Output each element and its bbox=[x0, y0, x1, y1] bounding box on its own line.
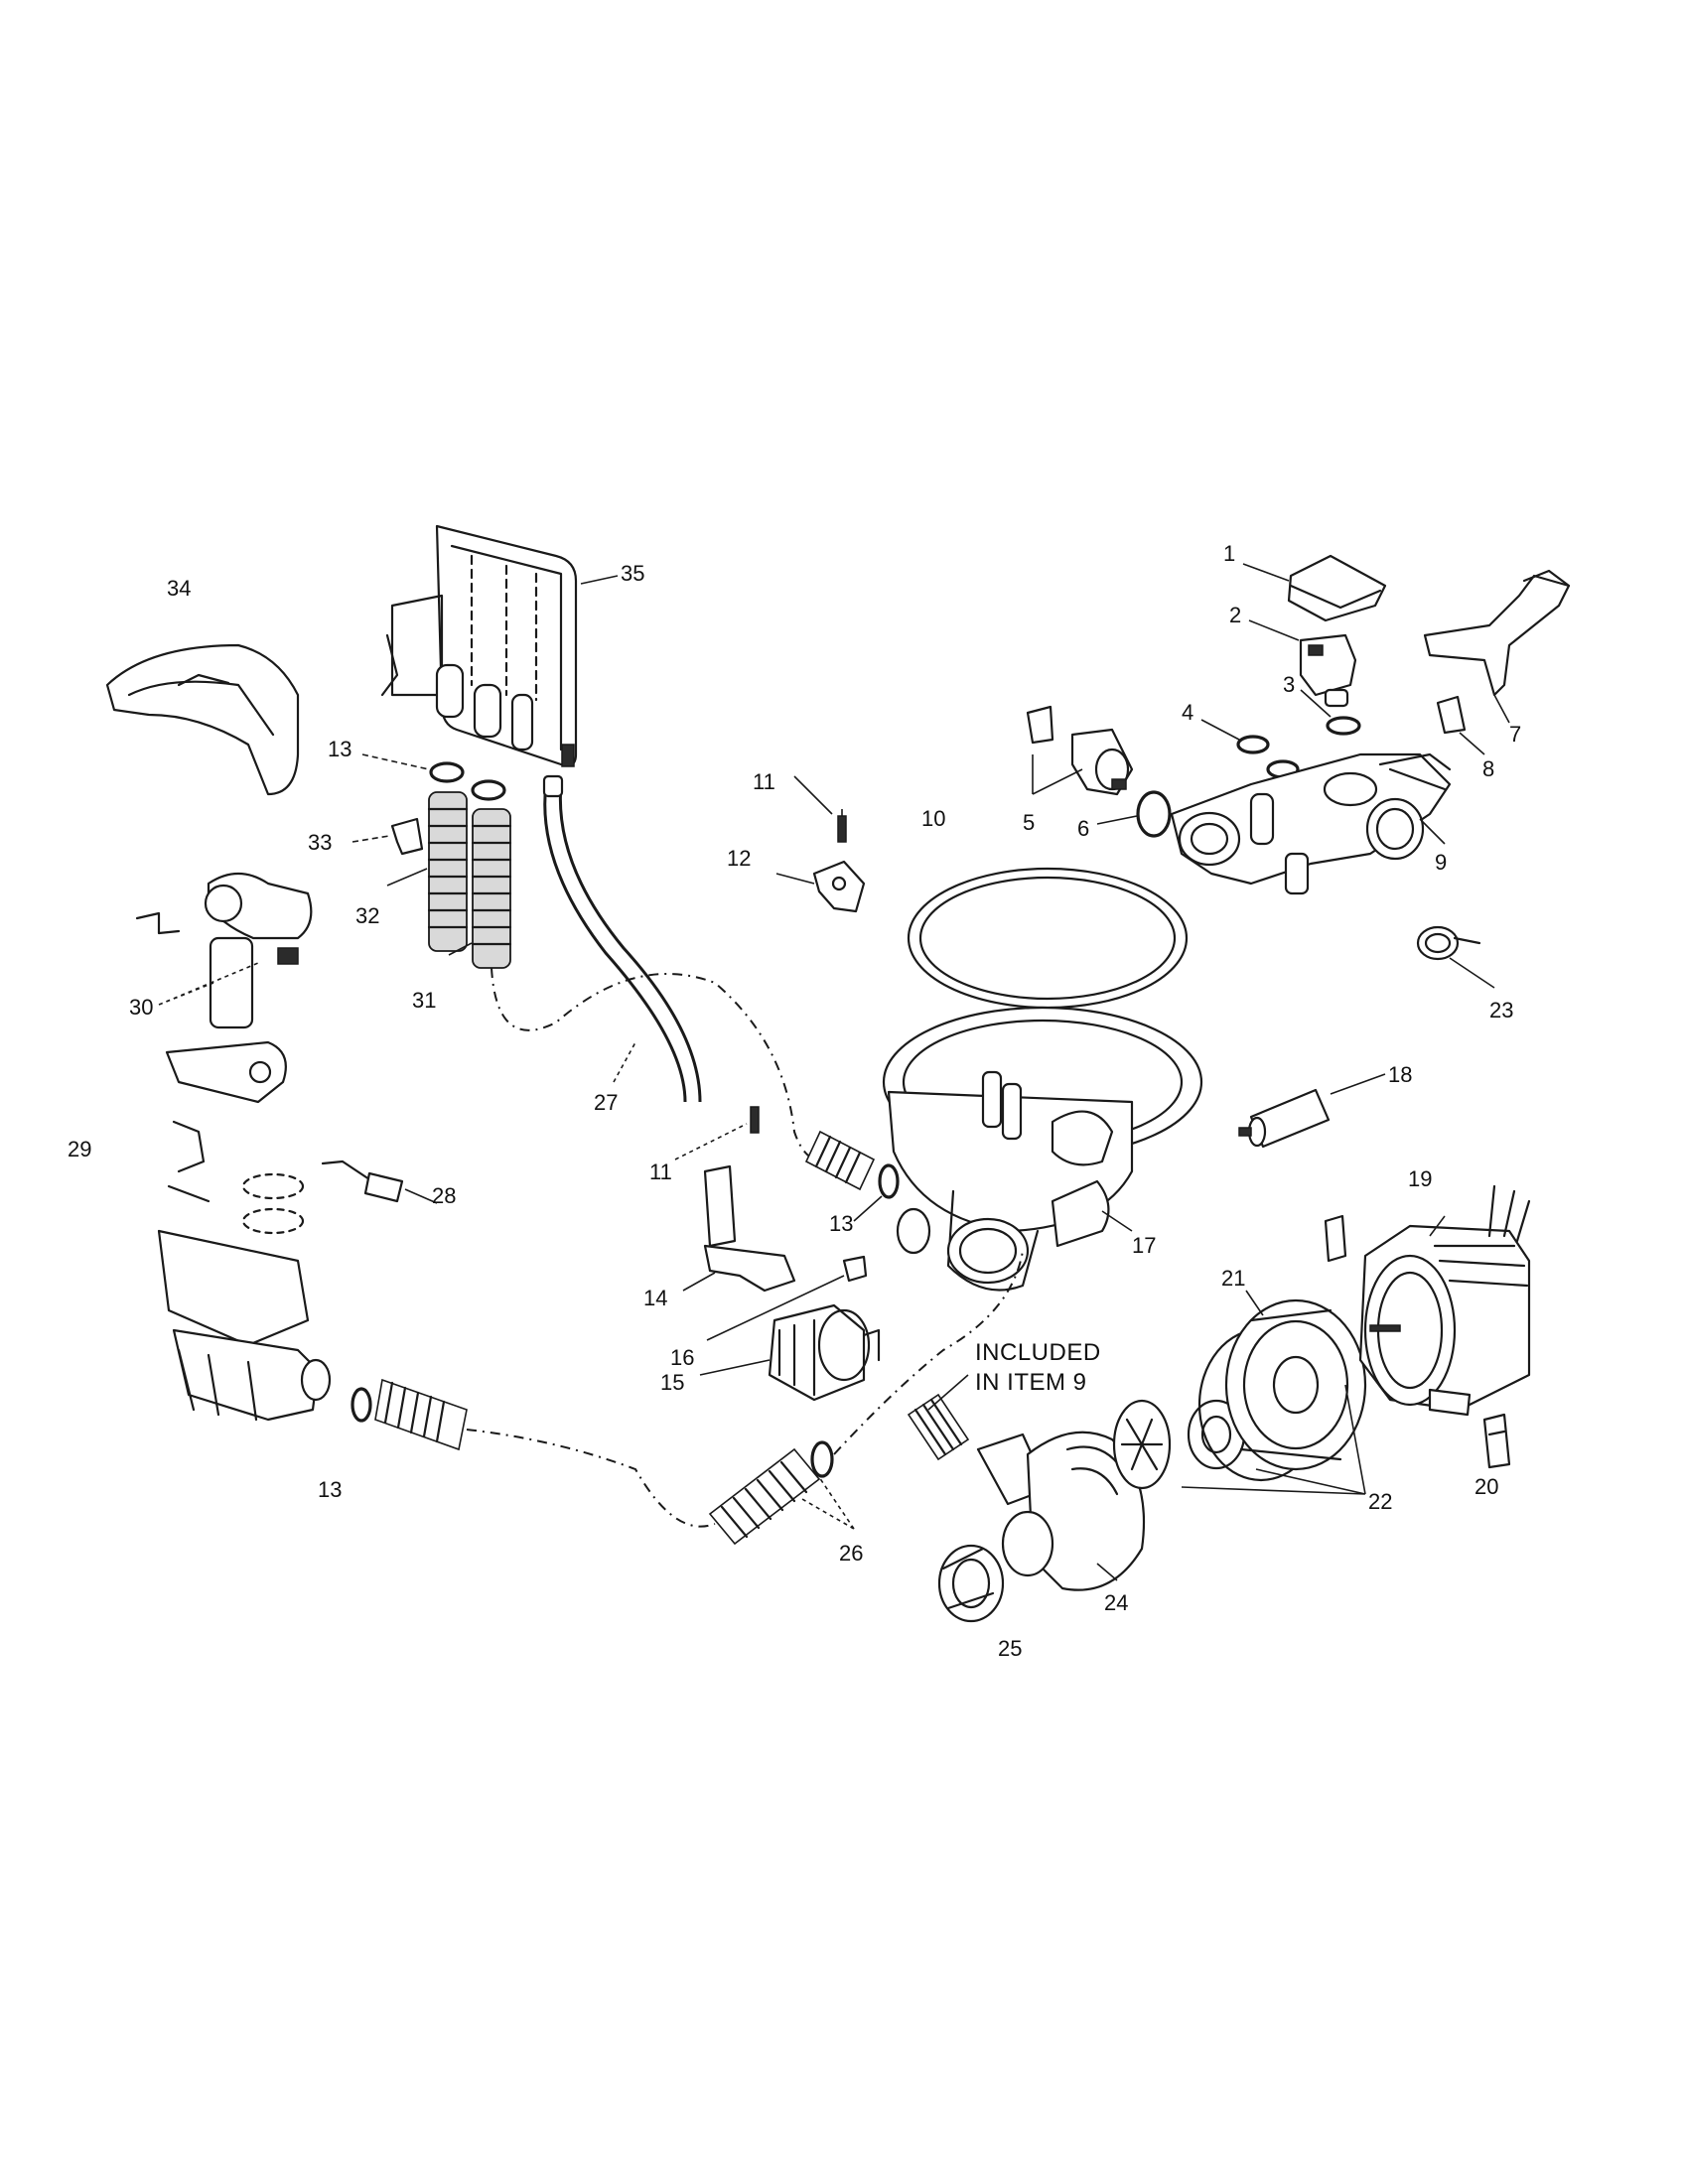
callout-2: 2 bbox=[1229, 603, 1241, 627]
callout-20: 20 bbox=[1474, 1474, 1498, 1499]
callout-13-top: 13 bbox=[328, 737, 351, 761]
part-9-manifold bbox=[1170, 752, 1452, 895]
part-10-gasket bbox=[907, 867, 1189, 1010]
callout-8: 8 bbox=[1482, 756, 1494, 781]
callout-14: 14 bbox=[643, 1286, 667, 1310]
callout-35: 35 bbox=[621, 561, 644, 586]
callout-32: 32 bbox=[355, 903, 379, 928]
callout-28: 28 bbox=[432, 1183, 456, 1208]
motor-clip bbox=[1324, 1214, 1347, 1263]
callout-13-lower: 13 bbox=[318, 1477, 342, 1502]
callout-6: 6 bbox=[1077, 816, 1089, 841]
callout-34: 34 bbox=[167, 576, 191, 601]
callout-4: 4 bbox=[1182, 700, 1193, 725]
part-13-orings-top bbox=[429, 761, 506, 801]
callout-5: 5 bbox=[1023, 810, 1035, 835]
callout-29: 29 bbox=[68, 1137, 91, 1161]
part-18-sensor bbox=[1238, 1088, 1331, 1149]
part-24-pump-housing bbox=[976, 1431, 1146, 1591]
callout-11-upper: 11 bbox=[753, 769, 775, 794]
callout-31: 31 bbox=[412, 988, 436, 1013]
connection-line-lower bbox=[466, 1429, 716, 1528]
note-line-1: INCLUDED bbox=[975, 1339, 1101, 1366]
callout-24: 24 bbox=[1104, 1590, 1128, 1615]
callout-33: 33 bbox=[308, 830, 332, 855]
callout-23: 23 bbox=[1489, 998, 1513, 1023]
callout-9: 9 bbox=[1435, 850, 1447, 875]
connection-line-upper bbox=[491, 967, 825, 1162]
part-32-spring-stack bbox=[427, 791, 469, 952]
part-12-bracket bbox=[812, 860, 866, 913]
part-19-motor bbox=[1358, 1184, 1531, 1417]
part-17-sump bbox=[882, 1006, 1203, 1292]
part-4-oring bbox=[1236, 735, 1300, 779]
callout-21: 21 bbox=[1221, 1266, 1245, 1291]
part-16-clip bbox=[842, 1255, 868, 1283]
spring-included-in-9 bbox=[907, 1393, 970, 1461]
callout-7: 7 bbox=[1509, 722, 1521, 747]
callout-15: 15 bbox=[660, 1370, 684, 1395]
lower-hose-coupling bbox=[374, 1378, 468, 1451]
part-29-base-assembly bbox=[157, 1040, 332, 1422]
part-13-oring-middle bbox=[878, 1163, 900, 1199]
leader-lines bbox=[158, 563, 1510, 1581]
part-2-connector bbox=[1299, 633, 1357, 708]
part-26-hose bbox=[708, 1440, 834, 1546]
part-11-screw-lower bbox=[750, 1106, 760, 1134]
callout-11-lower: 11 bbox=[649, 1160, 672, 1184]
part-27-hose bbox=[542, 774, 702, 1103]
part-34-cover bbox=[105, 643, 300, 796]
part-1-cap bbox=[1287, 554, 1387, 622]
part-28-connector bbox=[321, 1160, 404, 1203]
part-5-valve bbox=[1026, 705, 1134, 796]
callout-12: 12 bbox=[727, 846, 751, 871]
part-6-oring bbox=[1136, 790, 1172, 838]
upper-hose-coupling bbox=[804, 1130, 876, 1191]
callout-25: 25 bbox=[998, 1636, 1022, 1661]
part-21-pump-cover bbox=[1224, 1298, 1367, 1471]
part-31-spring-stack bbox=[471, 808, 512, 969]
callout-16: 16 bbox=[670, 1345, 694, 1370]
callout-30: 30 bbox=[129, 995, 153, 1020]
part-3-oring bbox=[1326, 716, 1361, 736]
part-11-screw-upper bbox=[837, 809, 847, 843]
callout-13-middle: 13 bbox=[829, 1211, 853, 1236]
callout-26: 26 bbox=[839, 1541, 863, 1566]
callout-18: 18 bbox=[1388, 1062, 1412, 1087]
part-25-seal bbox=[937, 1544, 1005, 1623]
callout-22: 22 bbox=[1368, 1489, 1392, 1514]
callout-3: 3 bbox=[1283, 672, 1295, 697]
callout-19: 19 bbox=[1408, 1166, 1432, 1191]
part-8-clip bbox=[1436, 695, 1467, 735]
callout-17: 17 bbox=[1132, 1233, 1156, 1258]
callout-labels: 1 2 3 4 5 6 7 8 9 10 11 12 13 33 32 31 3… bbox=[68, 541, 1521, 1661]
part-23-clamp bbox=[1416, 925, 1481, 961]
callout-27: 27 bbox=[594, 1090, 618, 1115]
included-note: INCLUDED IN ITEM 9 bbox=[975, 1339, 1101, 1396]
note-line-2: IN ITEM 9 bbox=[975, 1369, 1087, 1396]
part-20-clip bbox=[1482, 1413, 1511, 1469]
part-15-drain-pump bbox=[768, 1303, 881, 1402]
part-7-bracket bbox=[1423, 569, 1571, 697]
callout-1: 1 bbox=[1223, 541, 1235, 566]
connection-line-26-17 bbox=[833, 1250, 1024, 1455]
part-30-valve bbox=[135, 873, 313, 1029]
part-14-bracket bbox=[703, 1164, 796, 1293]
part-35-panel bbox=[380, 524, 578, 767]
part-33-clip bbox=[390, 817, 424, 856]
part-13-oring-lower bbox=[351, 1387, 372, 1423]
callout-10: 10 bbox=[921, 806, 945, 831]
